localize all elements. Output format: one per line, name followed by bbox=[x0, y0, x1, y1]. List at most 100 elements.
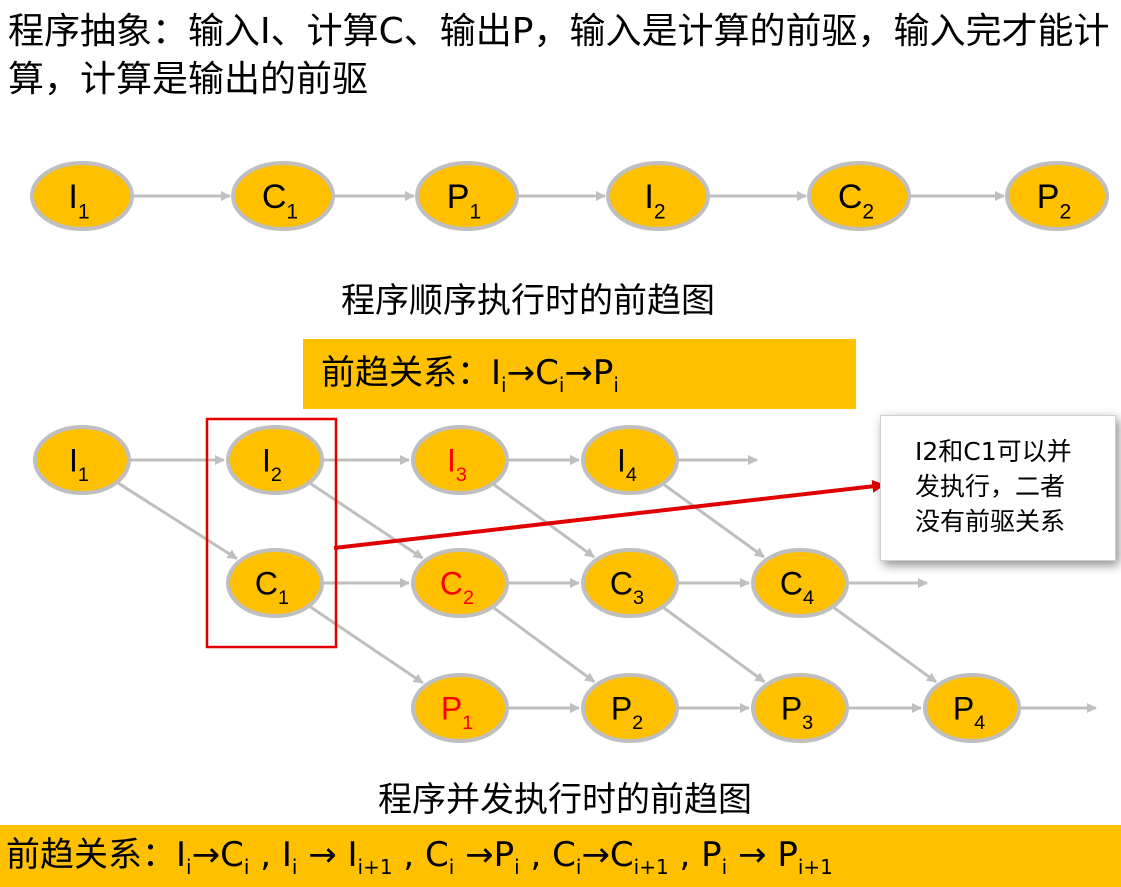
node-c2: C2 bbox=[411, 548, 509, 618]
node-letter: C bbox=[440, 566, 463, 602]
relation-text: , C bbox=[519, 835, 576, 875]
node-subscript: 2 bbox=[271, 464, 282, 486]
relation-term: →Pi bbox=[564, 353, 619, 395]
relation-subscript: i bbox=[514, 855, 520, 879]
node-letter: I bbox=[644, 178, 653, 216]
node-subscript: 1 bbox=[462, 712, 473, 734]
relation-text: →P bbox=[454, 835, 515, 875]
node-subscript: 3 bbox=[456, 464, 467, 486]
node-label: C1 bbox=[255, 566, 289, 610]
annotation-note: I2和C1可以并 发执行，二者 没有前驱关系 bbox=[880, 415, 1116, 561]
relation-term: →Ci bbox=[191, 835, 250, 877]
node-subscript: 1 bbox=[469, 200, 481, 223]
node-p1: P1 bbox=[411, 673, 509, 743]
node-letter: C bbox=[780, 566, 803, 602]
node-ellipse bbox=[606, 161, 710, 231]
relation-term: →Pi bbox=[454, 835, 520, 877]
node-ellipse bbox=[751, 548, 849, 618]
node-ellipse bbox=[33, 425, 131, 495]
relation-subscript: i bbox=[291, 855, 298, 879]
node-p4: P4 bbox=[923, 673, 1021, 743]
node-label: C4 bbox=[780, 566, 814, 610]
relation-subscript: i+1 bbox=[797, 855, 833, 879]
node-letter: P bbox=[953, 691, 974, 727]
node-ellipse bbox=[411, 673, 509, 743]
concurrent-relation-banner: 前趋关系：Ii→Ci , Ii → Ii+1 , Ci →Pi , Ci→Ci+… bbox=[0, 825, 1121, 887]
node-letter: C bbox=[255, 566, 278, 602]
node-c4: C4 bbox=[751, 548, 849, 618]
node-subscript: 2 bbox=[463, 587, 474, 609]
node-ellipse bbox=[1005, 161, 1109, 231]
node-subscript: 2 bbox=[862, 200, 874, 223]
node-label: C2 bbox=[440, 566, 474, 610]
node-label: P1 bbox=[441, 691, 473, 735]
sequential-relation-banner: 前趋关系：Ii→Ci→Pi bbox=[303, 339, 856, 409]
node-p2: P2 bbox=[581, 673, 679, 743]
node-subscript: 1 bbox=[78, 200, 90, 223]
node-subscript: 3 bbox=[802, 712, 813, 734]
relation-text: I bbox=[176, 835, 187, 875]
node-subscript: 4 bbox=[974, 712, 985, 734]
relation-term: Ii bbox=[176, 835, 192, 877]
sequential-caption: 程序顺序执行时的前趋图 bbox=[341, 281, 715, 321]
edge-c1-p1 bbox=[309, 605, 424, 685]
node-ellipse bbox=[226, 425, 324, 495]
node-label: P1 bbox=[447, 178, 481, 223]
node-ellipse bbox=[30, 161, 134, 231]
node-letter: P bbox=[447, 178, 470, 216]
node-letter: I bbox=[69, 443, 78, 479]
relation-subscript: i bbox=[501, 373, 507, 397]
relation-term: , Ci bbox=[519, 835, 582, 877]
node-p2: P2 bbox=[1005, 161, 1109, 231]
concurrent-caption: 程序并发执行时的前趋图 bbox=[378, 780, 752, 820]
node-ellipse bbox=[411, 548, 509, 618]
note-line: 发执行，二者 bbox=[915, 472, 1066, 501]
node-p3: P3 bbox=[751, 673, 849, 743]
relation-subscript: i bbox=[558, 373, 565, 397]
node-c2: C2 bbox=[807, 161, 911, 231]
node-c1: C1 bbox=[226, 548, 324, 618]
relation-subscript: i+1 bbox=[633, 855, 669, 879]
node-ellipse bbox=[807, 161, 911, 231]
relation-term: , Ci bbox=[392, 835, 454, 877]
edge-i1-c1 bbox=[117, 481, 238, 560]
node-letter: C bbox=[610, 566, 633, 602]
node-ellipse bbox=[226, 548, 324, 618]
relation-subscript: i bbox=[448, 855, 455, 879]
node-i4: I4 bbox=[581, 425, 679, 495]
relation-term: → Pi+1 bbox=[727, 835, 833, 877]
node-ellipse bbox=[751, 673, 849, 743]
relation-term: →Ci bbox=[506, 353, 565, 395]
relation-term: , Pi bbox=[669, 835, 728, 877]
edge-c4-p4 bbox=[833, 606, 937, 684]
relation-text: →C bbox=[191, 835, 244, 875]
node-label: I2 bbox=[262, 443, 282, 487]
relation-text: →P bbox=[564, 353, 614, 393]
node-label: C2 bbox=[838, 178, 874, 223]
relation-text: → P bbox=[727, 835, 798, 875]
node-i3: I3 bbox=[411, 425, 509, 495]
relation-term: →Ci+1 bbox=[581, 835, 668, 877]
relation-text: →C bbox=[506, 353, 559, 393]
node-subscript: 4 bbox=[626, 464, 637, 486]
node-i2: I2 bbox=[226, 425, 324, 495]
edge-i3-c3 bbox=[493, 483, 595, 559]
note-line: 没有前驱关系 bbox=[915, 507, 1066, 536]
relation-term: Ii bbox=[491, 353, 507, 395]
node-ellipse bbox=[231, 161, 335, 231]
relation-text: , C bbox=[392, 835, 449, 875]
annotation-arrow bbox=[333, 479, 886, 550]
node-ellipse bbox=[415, 161, 519, 231]
node-ellipse bbox=[581, 548, 679, 618]
node-subscript: 1 bbox=[78, 464, 89, 486]
node-p1: P1 bbox=[415, 161, 519, 231]
relation-text: → I bbox=[297, 835, 358, 875]
node-subscript: 3 bbox=[633, 587, 644, 609]
edge-i4-c4 bbox=[663, 483, 765, 559]
relation-subscript: i bbox=[243, 855, 250, 879]
node-label: I1 bbox=[68, 178, 89, 223]
node-c3: C3 bbox=[581, 548, 679, 618]
edge-i2-c2 bbox=[309, 482, 424, 560]
